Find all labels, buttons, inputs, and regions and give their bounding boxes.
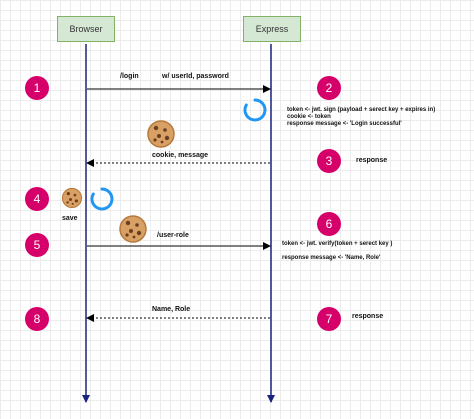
spinner-icon — [90, 187, 114, 211]
response-3-label: response — [356, 157, 388, 164]
login-message-note: response message <- 'Login successful' — [287, 121, 402, 127]
cookie-icon — [147, 120, 175, 148]
login-label: /login — [120, 73, 139, 80]
role-message-note: response message <- 'Name, Role' — [282, 255, 381, 261]
token-verify-note: token <- jwt. verify(token + serect key … — [282, 241, 393, 247]
cookie-icon — [61, 187, 83, 209]
save-label: save — [62, 215, 78, 222]
step-4-badge: 4 — [25, 187, 49, 211]
name-role-label: Name, Role — [152, 306, 191, 313]
login-params-label: w/ userId, password — [162, 73, 229, 80]
step-3-badge: 3 — [317, 149, 341, 173]
step-6-badge: 6 — [317, 212, 341, 236]
step-1-badge: 1 — [25, 76, 49, 100]
token-sign-note: token <- jwt. sign (payload + serect key… — [287, 107, 436, 113]
user-role-label: /user-role — [157, 232, 189, 239]
step-7-badge: 7 — [317, 307, 341, 331]
cookie-message-label: cookie, message — [152, 152, 209, 159]
browser-participant: Browser — [57, 16, 115, 42]
cookie-icon — [119, 215, 147, 243]
step-2-badge: 2 — [317, 76, 341, 100]
response-7-label: response — [352, 313, 384, 320]
express-participant: Express — [243, 16, 301, 42]
step-8-badge: 8 — [25, 307, 49, 331]
step-5-badge: 5 — [25, 233, 49, 257]
spinner-icon — [243, 98, 267, 122]
cookie-token-note: cookie <- token — [287, 114, 331, 120]
